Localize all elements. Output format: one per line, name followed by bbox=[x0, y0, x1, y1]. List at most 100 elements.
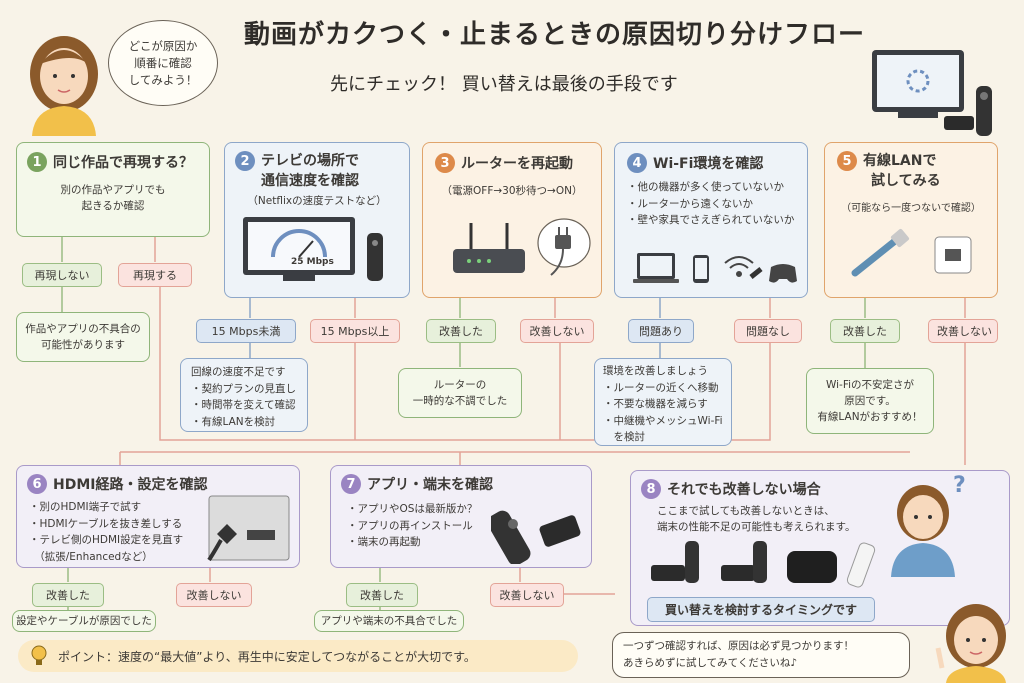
step-title: テレビの場所で bbox=[261, 153, 359, 169]
step-4-box: 4 Wi-Fi環境を確認 ・他の機器が多く使っていないか ・ルーターから遠くない… bbox=[614, 142, 808, 298]
step-number: 4 bbox=[627, 153, 647, 173]
branch-no-1: 再現する bbox=[118, 263, 192, 287]
person-icon bbox=[30, 36, 98, 136]
laptop-icon bbox=[633, 253, 679, 283]
result-text: ルーターの bbox=[433, 379, 487, 391]
step-number: 1 bbox=[27, 152, 47, 172]
result-text: 回線の速度不足です bbox=[191, 366, 286, 378]
speech-line: 順番に確認 bbox=[134, 55, 192, 70]
set-top-box-icon bbox=[787, 551, 837, 583]
step-7-box: 7 アプリ・端末を確認 ・アプリやOSは最新版か？ ・アプリの再インストール ・… bbox=[330, 465, 592, 568]
branch-yes-6: 改善した bbox=[32, 583, 104, 607]
branch-yes-1: 再現しない bbox=[22, 263, 102, 287]
step-desc: ここまで試しても改善しないときは、 bbox=[657, 505, 835, 517]
step-number: 6 bbox=[27, 474, 47, 494]
result-text: ・中継機やメッシュWi-Fi bbox=[603, 414, 723, 427]
remote-icon bbox=[753, 541, 767, 583]
step-desc: ・壁や家具でさえぎられていないか bbox=[627, 214, 795, 226]
step-desc: ・アプリの再インストール bbox=[347, 519, 473, 532]
branch-low-speed: 15 Mbps未満 bbox=[196, 319, 296, 343]
closing-text: 一つずつ確認すれば、原因は必ず見つかります！ bbox=[623, 640, 854, 652]
lan-port-icon bbox=[934, 236, 972, 274]
result-text: Wi-Fiの不安定さが bbox=[825, 379, 915, 391]
step-2-box: 2 テレビの場所で 通信速度を確認 （Netflixの速度テストなど） 25 M… bbox=[224, 142, 410, 298]
branch-no-3: 改善しない bbox=[520, 319, 594, 343]
speedometer-icon bbox=[243, 217, 383, 281]
device-lineup-icon bbox=[651, 541, 876, 588]
branch-yes-3: 改善した bbox=[426, 319, 496, 343]
question-mark: ? bbox=[953, 473, 966, 498]
step-3-box: 3 ルーターを再起動 （電源OFF→30秒待つ→ON） bbox=[422, 142, 602, 298]
step-desc: 端末の性能不足の可能性も考えられます。 bbox=[657, 521, 856, 533]
step-title: 有線LANで bbox=[863, 153, 937, 169]
branch-yes-7: 改善した bbox=[346, 583, 418, 607]
step-desc: 別の作品やアプリでも bbox=[60, 184, 166, 196]
point-banner: ポイント：速度の“最大値”より、再生中に安定してつながることが大切です。 bbox=[18, 640, 578, 672]
result-5: Wi-Fiの不安定さが 原因です。 有線LANがおすすめ！ bbox=[806, 368, 934, 434]
result-7: アプリや端末の不具合でした bbox=[314, 610, 464, 632]
smartphone-icon bbox=[693, 255, 709, 283]
step-number: 5 bbox=[837, 151, 857, 171]
step-number: 7 bbox=[341, 474, 361, 494]
result-text: を検討 bbox=[603, 431, 645, 443]
step-title: アプリ・端末を確認 bbox=[367, 477, 493, 493]
step-desc: ・アプリやOSは最新版か？ bbox=[347, 503, 478, 515]
step-desc: ・HDMIケーブルを抜き差しする bbox=[29, 517, 183, 530]
streaming-stick-icon bbox=[721, 565, 755, 581]
branch-high-speed: 15 Mbps以上 bbox=[310, 319, 400, 343]
branch-no-6: 改善しない bbox=[176, 583, 252, 607]
person-icon bbox=[891, 485, 955, 577]
person-icon bbox=[935, 604, 1006, 683]
step-8-box: 8 それでも改善しない場合 ここまで試しても改善しないときは、 端末の性能不足の… bbox=[630, 470, 1010, 626]
step-5-box: 5 有線LANで 試してみる （可能なら一度つないで確認） bbox=[824, 142, 998, 298]
tv-loading-icon bbox=[872, 50, 992, 136]
branch-no-4: 問題なし bbox=[734, 319, 802, 343]
lan-cable-icon bbox=[851, 228, 972, 277]
step-desc: ・別のHDMI端子で試す bbox=[29, 501, 142, 513]
result-text: 作品やアプリの不具合の bbox=[25, 323, 141, 335]
branch-no-5: 改善しない bbox=[928, 319, 998, 343]
closing-bubble: 一つずつ確認すれば、原因は必ず見つかります！ あきらめずに試してみてくださいね♪ bbox=[612, 632, 910, 678]
step-title: 試してみる bbox=[871, 173, 941, 189]
step-title: ルーターを再起動 bbox=[461, 156, 573, 172]
result-text: ・時間帯を変えて確認 bbox=[191, 399, 296, 411]
result-4: 環境を改善しましょう ・ルーターの近くへ移動 ・不要な機器を減らす ・中継機やメ… bbox=[594, 358, 732, 446]
step-desc: （拡張/Enhancedなど） bbox=[29, 550, 153, 563]
speech-line: してみよう！ bbox=[128, 72, 198, 87]
page-subtitle: 先にチェック！ 買い替えは最後の手段です bbox=[330, 74, 678, 95]
speech-line: どこが原因か bbox=[128, 38, 198, 53]
step-desc: ・テレビ側のHDMI設定を見直す bbox=[29, 534, 184, 546]
result-text: 有線LANがおすすめ！ bbox=[817, 411, 923, 423]
step-title: Wi-Fi環境を確認 bbox=[653, 156, 764, 172]
step-title: それでも改善しない場合 bbox=[667, 482, 821, 498]
streaming-stick-icon bbox=[651, 565, 685, 581]
lightbulb-icon bbox=[31, 645, 47, 665]
step-desc: （Netflixの速度テストなど） bbox=[247, 195, 387, 207]
result-text: ・不要な機器を減らす bbox=[603, 398, 708, 410]
hdmi-icon bbox=[207, 495, 290, 562]
result-text: ・契約プランの見直し bbox=[191, 382, 296, 395]
wifi-devices-icon bbox=[633, 253, 797, 283]
streaming-stick-icon bbox=[539, 515, 581, 547]
result-1: 作品やアプリの不具合の 可能性があります bbox=[16, 312, 150, 362]
remote-icon bbox=[846, 542, 876, 588]
result-text: 一時的な不調でした bbox=[412, 395, 508, 407]
final-result: 買い替えを検討するタイミングです bbox=[647, 597, 875, 622]
point-text: ポイント：速度の“最大値”より、再生中に安定してつながることが大切です。 bbox=[58, 649, 476, 664]
result-text: ・有線LANを検討 bbox=[191, 415, 276, 428]
result-6: 設定やケーブルが原因でした bbox=[12, 610, 156, 632]
wifi-icon bbox=[724, 256, 754, 277]
step-title: HDMI経路・設定を確認 bbox=[53, 477, 208, 493]
speech-bubble: どこが原因か 順番に確認 してみよう！ bbox=[108, 20, 218, 106]
remote-icon bbox=[491, 510, 581, 564]
result-text: 環境を改善しましょう bbox=[603, 365, 708, 377]
step-desc: ・ルーターから遠くないか bbox=[627, 197, 753, 210]
speed-readout: 25 Mbps bbox=[291, 257, 334, 267]
step-desc: ・端末の再起動 bbox=[347, 536, 421, 548]
result-2: 回線の速度不足です ・契約プランの見直し ・時間帯を変えて確認 ・有線LANを検… bbox=[180, 358, 308, 432]
step-desc: ・他の機器が多く使っていないか bbox=[627, 181, 784, 193]
result-text: 可能性があります bbox=[41, 339, 125, 351]
plug-icon bbox=[537, 218, 591, 276]
step-1-box: 1 同じ作品で再現する？ 別の作品やアプリでも 起きるか確認 bbox=[16, 142, 210, 237]
